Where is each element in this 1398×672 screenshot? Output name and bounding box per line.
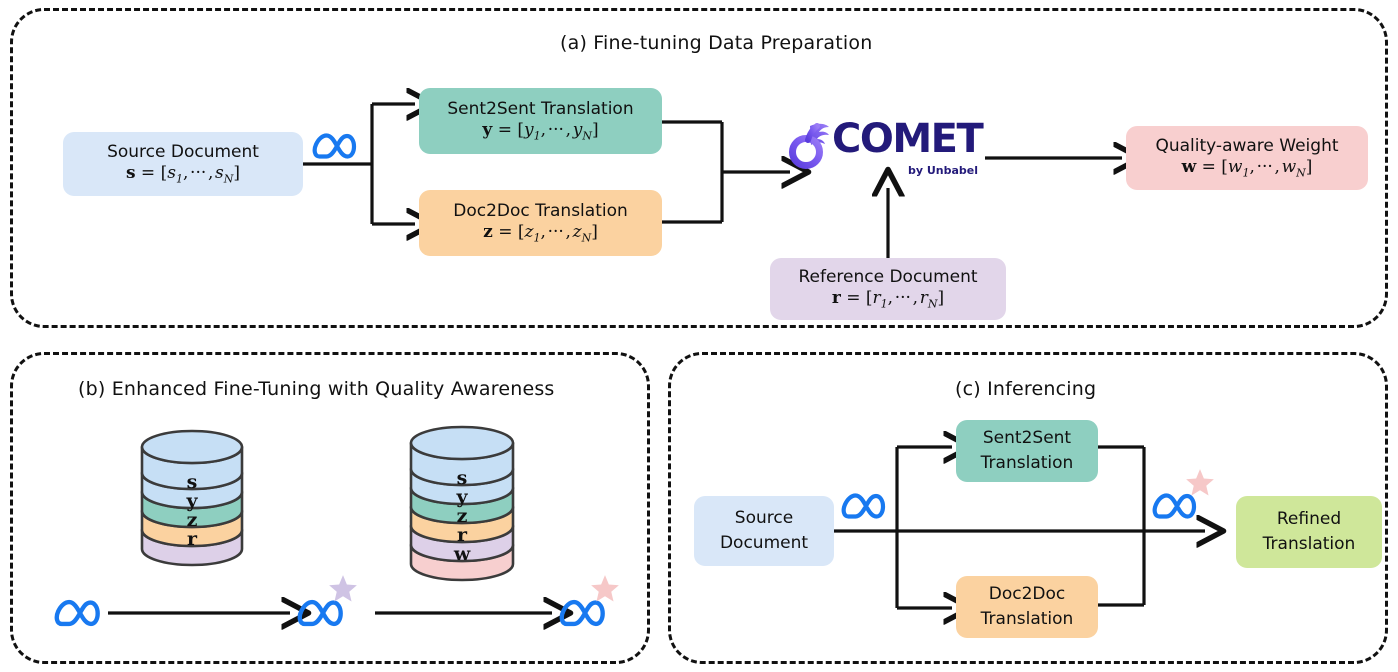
meta-llama-icon-inference-input (841, 488, 891, 524)
meta-llama-icon (312, 128, 362, 164)
dataset-cylinder-quality-aware: s y z r w (402, 418, 522, 594)
quality-aware-weight-box: Quality-aware Weight w = [w1, ··· , wN] (1126, 126, 1368, 190)
refined-translation-line2: Translation (1262, 534, 1356, 554)
reference-document-box: Reference Document r = [r1, ··· , rN] (770, 258, 1006, 320)
panel-b-title: (b) Enhanced Fine-Tuning with Quality Aw… (78, 378, 555, 400)
inference-source-line2: Document (719, 533, 809, 553)
panel-fine-tuning-data-preparation (10, 8, 1388, 328)
meta-llama-icon-quality-aware (559, 594, 611, 632)
source-document-label: Source Document (107, 141, 259, 162)
reference-document-label: Reference Document (798, 266, 978, 287)
inference-source-document-box: Source Document (694, 496, 834, 566)
panel-a-title: (a) Fine-tuning Data Preparation (560, 32, 873, 54)
inference-source-line1: Source (734, 507, 794, 528)
inference-sent2sent-line1: Sent2Sent (982, 427, 1072, 448)
comet-byline: by Unbabel (908, 164, 979, 177)
sent2sent-translation-box: Sent2Sent Translation y = [y1, ··· , yN] (419, 88, 662, 154)
source-document-formula: s = [s1, ··· , sN] (125, 162, 241, 186)
inference-doc2doc-line2: Translation (980, 609, 1074, 629)
quality-aware-weight-formula: w = [w1, ··· , wN] (1181, 156, 1313, 180)
inference-sent2sent-line2: Translation (980, 453, 1074, 473)
star-icon-finetuned (327, 573, 359, 605)
panel-inferencing (668, 352, 1388, 664)
sent2sent-label: Sent2Sent Translation (447, 98, 634, 119)
meta-llama-icon-inference-refiner (1152, 488, 1202, 524)
inference-doc2doc-line1: Doc2Doc (988, 583, 1066, 604)
reference-document-formula: r = [r1, ··· , rN] (831, 287, 945, 311)
sent2sent-formula: y = [y1, ··· , yN] (482, 119, 599, 143)
refined-translation-line1: Refined (1276, 508, 1342, 529)
star-icon-inference-refiner (1184, 467, 1216, 499)
refined-translation-box: Refined Translation (1236, 496, 1382, 568)
panel-enhanced-fine-tuning (10, 352, 650, 664)
doc2doc-formula: z = [z1, ··· , zN] (483, 221, 598, 245)
inference-doc2doc-box: Doc2Doc Translation (956, 576, 1098, 638)
meta-llama-icon-finetuned (297, 594, 349, 632)
source-document-box: Source Document s = [s1, ··· , sN] (63, 132, 303, 196)
comet-logo: COMET by Unbabel (786, 112, 986, 188)
star-icon-quality-aware (589, 573, 621, 605)
inference-sent2sent-box: Sent2Sent Translation (956, 420, 1098, 482)
meta-llama-icon-base (54, 594, 106, 632)
quality-aware-weight-label: Quality-aware Weight (1155, 135, 1339, 156)
comet-wordmark: COMET (832, 116, 984, 162)
dataset-cylinder-base: s y z r (134, 423, 250, 579)
doc2doc-label: Doc2Doc Translation (453, 200, 628, 221)
doc2doc-translation-box: Doc2Doc Translation z = [z1, ··· , zN] (419, 190, 662, 256)
panel-c-title: (c) Inferencing (955, 378, 1097, 400)
